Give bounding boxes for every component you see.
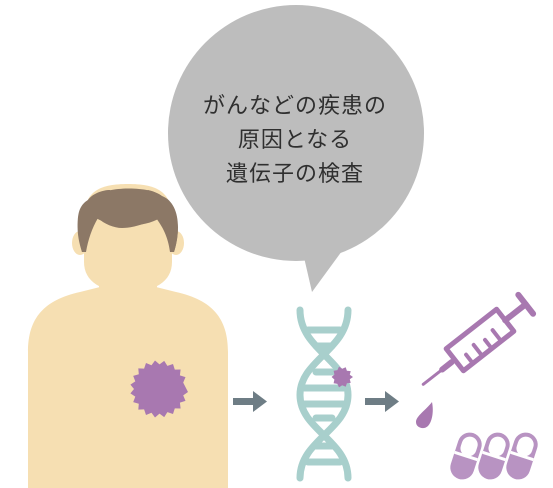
- bubble-line-3: 遺伝子の検査: [225, 162, 364, 187]
- lesion-icon: [130, 360, 188, 418]
- droplet-icon: [416, 402, 433, 429]
- arrow-right-icon: [233, 391, 267, 412]
- capsule-icon: [478, 432, 510, 480]
- syringe-icon: [416, 291, 537, 429]
- bubble-text: がんなどの疾患の 原因となる 遺伝子の検査: [175, 90, 415, 192]
- arrow-right-icon: [365, 391, 399, 412]
- dna-helix-icon: [296, 306, 353, 482]
- speech-bubble: [168, 5, 424, 292]
- mutation-icon: [331, 366, 353, 388]
- bubble-line-2: 原因となる: [237, 128, 353, 153]
- capsule-icon: [506, 432, 538, 480]
- person-figure: [28, 184, 228, 488]
- capsule-icon: [450, 432, 482, 480]
- bubble-line-1: がんなどの疾患の: [202, 94, 387, 119]
- capsules: [450, 432, 538, 480]
